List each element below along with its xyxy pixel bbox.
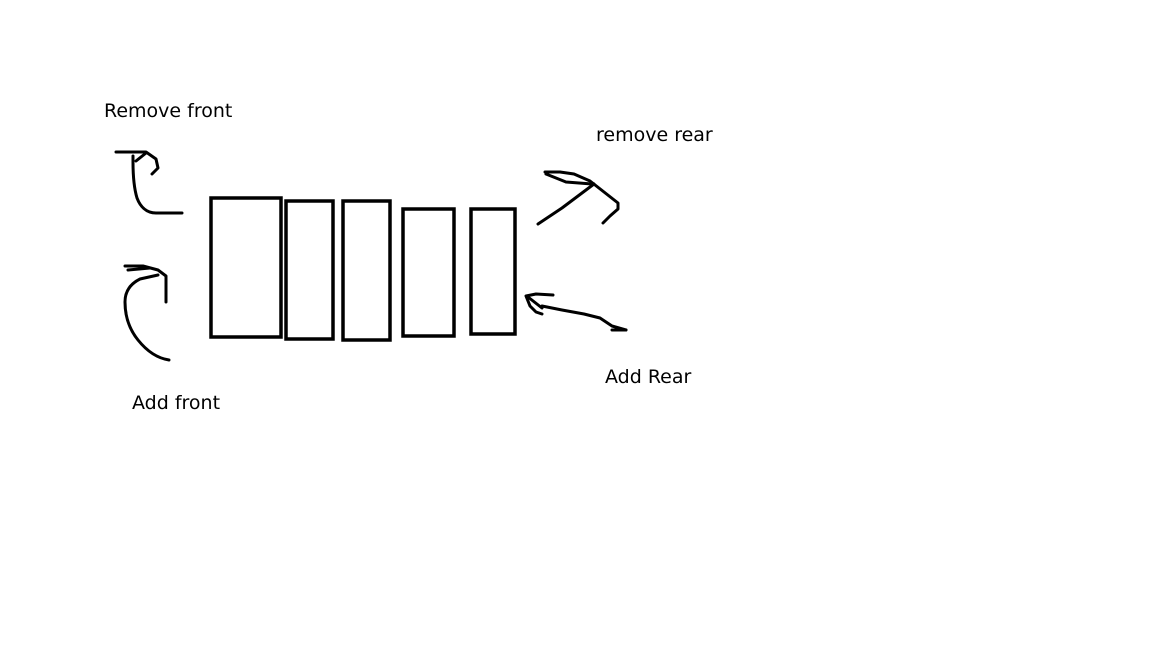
- queue-cell: [341, 199, 392, 342]
- remove-rear-arrow: [536, 170, 620, 226]
- remove-front-label: Remove front: [104, 100, 233, 122]
- queue-cells: [209, 196, 517, 342]
- add-rear-arrow: [524, 292, 628, 332]
- remove-rear-label: remove rear: [596, 124, 713, 146]
- queue-cell: [401, 207, 456, 338]
- add-front-arrow: [123, 264, 171, 362]
- queue-cell: [469, 207, 517, 336]
- add-rear-label: Add Rear: [605, 366, 692, 388]
- add-front-label: Add front: [132, 392, 221, 414]
- remove-front-arrow: [114, 150, 184, 215]
- queue-cell: [284, 199, 335, 341]
- queue-cell: [209, 196, 283, 339]
